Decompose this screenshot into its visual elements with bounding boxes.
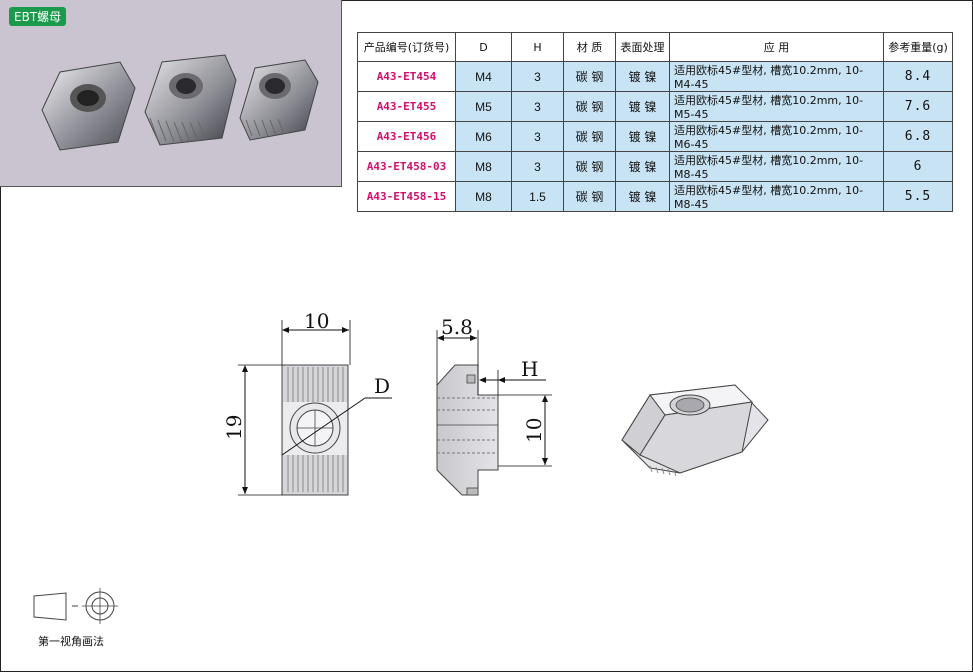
cell-surface: 镀 镍	[615, 121, 670, 152]
dim-label-width: 10	[304, 309, 329, 333]
cell-code[interactable]: A43-ET455	[357, 91, 456, 122]
cell-h: 3	[511, 121, 564, 152]
cell-material: 碳 钢	[563, 181, 616, 212]
cell-application: 适用欧标45#型材, 槽宽10.2mm, 10-M8-45	[669, 181, 884, 212]
dim-label-side-height: 10	[522, 418, 546, 443]
projection-label: 第一视角画法	[38, 635, 104, 648]
col-header-material: 材 质	[563, 32, 616, 62]
cell-code[interactable]: A43-ET458-03	[357, 151, 456, 182]
first-angle-projection-icon	[33, 588, 118, 624]
cell-h: 3	[511, 61, 564, 92]
product-photo	[41, 54, 319, 151]
dim-label-side-width: 5.8	[441, 315, 473, 339]
col-header-d: D	[455, 32, 512, 62]
cell-weight: 8.4	[883, 61, 953, 92]
cell-surface: 镀 镍	[615, 91, 670, 122]
front-view: D 10 19	[222, 309, 392, 496]
cell-weight: 7.6	[883, 91, 953, 122]
cell-code[interactable]: A43-ET456	[357, 121, 456, 152]
product-photo-panel: EBT螺母	[0, 0, 342, 187]
dim-label-d: D	[374, 374, 390, 398]
col-header-application: 应 用	[669, 32, 884, 62]
table-row: A43-ET458-15 M8 1.5 碳 钢 镀 镍 适用欧标45#型材, 槽…	[357, 181, 953, 212]
cell-h: 3	[511, 151, 564, 182]
cell-application: 适用欧标45#型材, 槽宽10.2mm, 10-M5-45	[669, 91, 884, 122]
isometric-view	[621, 384, 769, 477]
product-tag: EBT螺母	[9, 7, 67, 26]
cell-d: M8	[455, 151, 512, 182]
table-header-row: 产品编号(订货号) D H 材 质 表面处理 应 用 参考重量(g)	[357, 32, 953, 62]
cell-weight: 6.8	[883, 121, 953, 152]
cell-code[interactable]: A43-ET454	[357, 61, 456, 92]
side-view: 5.8 H 10	[436, 315, 552, 496]
cell-code[interactable]: A43-ET458-15	[357, 181, 456, 212]
cell-h: 1.5	[511, 181, 564, 212]
cell-application: 适用欧标45#型材, 槽宽10.2mm, 10-M8-45	[669, 151, 884, 182]
table-row: A43-ET458-03 M8 3 碳 钢 镀 镍 适用欧标45#型材, 槽宽1…	[357, 151, 953, 182]
cell-d: M6	[455, 121, 512, 152]
table-row: A43-ET455 M5 3 碳 钢 镀 镍 适用欧标45#型材, 槽宽10.2…	[357, 91, 953, 122]
cell-weight: 5.5	[883, 181, 953, 212]
table-row: A43-ET456 M6 3 碳 钢 镀 镍 适用欧标45#型材, 槽宽10.2…	[357, 121, 953, 152]
cell-material: 碳 钢	[563, 61, 616, 92]
cell-material: 碳 钢	[563, 91, 616, 122]
col-header-surface: 表面处理	[615, 32, 670, 62]
cell-application: 适用欧标45#型材, 槽宽10.2mm, 10-M6-45	[669, 121, 884, 152]
nut-photo-2	[144, 54, 237, 146]
spec-table: 产品编号(订货号) D H 材 质 表面处理 应 用 参考重量(g) A43-E…	[357, 32, 953, 212]
cell-d: M8	[455, 181, 512, 212]
dim-label-height: 19	[222, 415, 246, 440]
nut-photo-1	[41, 61, 136, 151]
dim-label-h: H	[521, 357, 538, 381]
nut-photo-3	[239, 59, 319, 141]
cell-material: 碳 钢	[563, 151, 616, 182]
col-header-code: 产品编号(订货号)	[357, 32, 456, 62]
table-row: A43-ET454 M4 3 碳 钢 镀 镍 适用欧标45#型材, 槽宽10.2…	[357, 61, 953, 92]
col-header-weight: 参考重量(g)	[883, 32, 953, 62]
cell-d: M5	[455, 91, 512, 122]
